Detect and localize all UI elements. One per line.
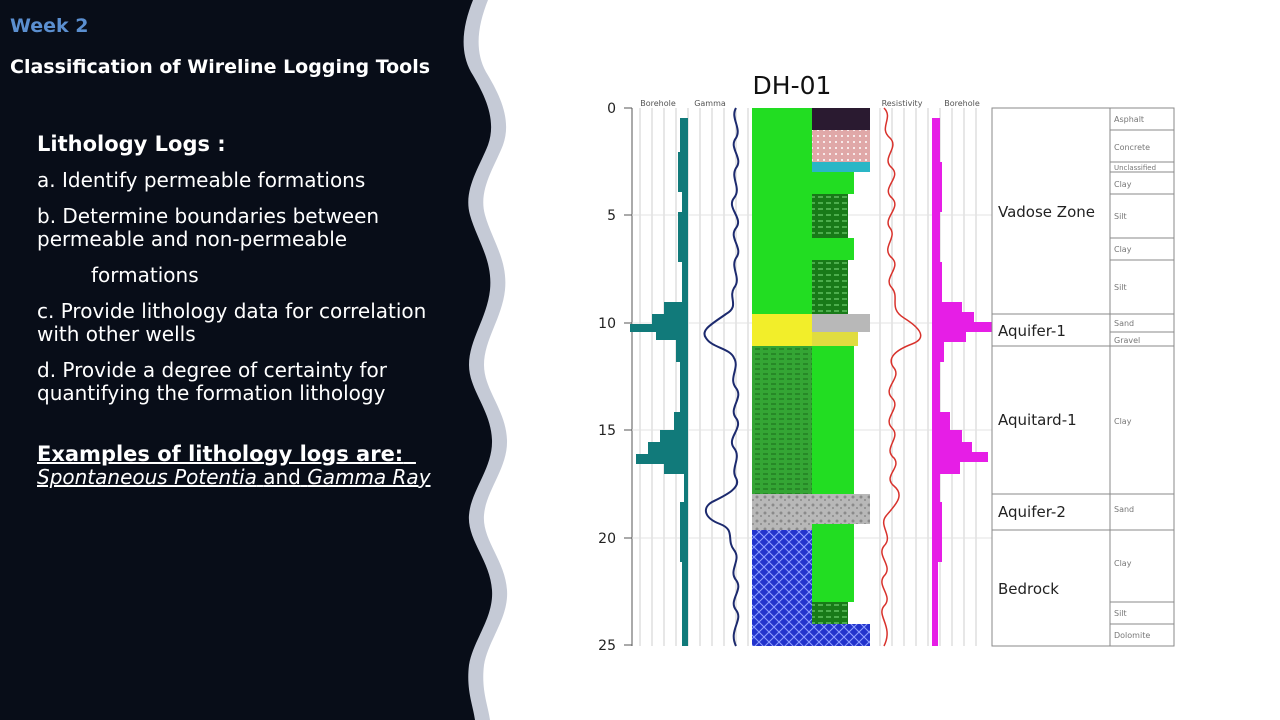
column-header: Borehole [944, 99, 980, 108]
zone-label: Aquifer-1 [998, 322, 1066, 340]
list-item: a. Identify permeable formations [37, 168, 366, 192]
depth-tick-label: 15 [598, 423, 616, 439]
gamma-histogram-right [932, 118, 992, 646]
list-item: c. Provide lithology data for correlatio… [37, 299, 427, 346]
column-header: Borehole [640, 99, 676, 108]
material-label: Sand [1114, 319, 1134, 328]
examples-note: Examples of lithology logs are: Spontane… [37, 443, 437, 489]
depth-tick-label: 5 [607, 208, 616, 224]
example-spontaneous-potential: Spontaneous Potentia [37, 465, 257, 489]
list-item: d. Provide a degree of certainty for qua… [37, 358, 387, 405]
figure-title: DH-01 [753, 71, 832, 100]
material-label: Gravel [1114, 336, 1140, 345]
lithology-column [752, 108, 870, 646]
wave-divider [0, 0, 508, 720]
material-label: Unclassified [1114, 164, 1156, 172]
section-heading: Lithology Logs : [37, 132, 226, 156]
material-label: Asphalt [1114, 115, 1144, 124]
examples-connector: and [263, 465, 301, 489]
zone-label: Vadose Zone [998, 203, 1095, 221]
column-header: Gamma [694, 99, 726, 108]
material-label: Dolomite [1114, 631, 1150, 640]
list-item: b. Determine boundaries between permeabl… [37, 204, 380, 251]
depth-tick-label: 20 [598, 531, 616, 547]
material-label: Silt [1114, 609, 1127, 618]
material-label: Sand [1114, 505, 1134, 514]
list-item-continuation: formations [91, 263, 199, 287]
week-label: Week 2 [10, 15, 89, 37]
example-gamma-ray: Gamma Ray [307, 465, 431, 489]
material-label: Clay [1114, 245, 1132, 254]
depth-tick-label: 0 [607, 101, 616, 117]
material-label: Silt [1114, 212, 1127, 221]
figure-background [594, 62, 1176, 652]
zone-label: Bedrock [998, 580, 1059, 598]
column-header: Resistivity [882, 99, 923, 108]
material-label: Concrete [1114, 143, 1150, 152]
dark-panel [0, 0, 493, 720]
material-label: Clay [1114, 559, 1132, 568]
sp-curve [703, 107, 740, 647]
depth-tick-label: 25 [598, 638, 616, 652]
borehole-log-figure: DH-01 Borehole Gamma Resistivity Borehol… [594, 62, 1176, 652]
material-label: Clay [1114, 180, 1132, 189]
gamma-histogram-left [630, 118, 688, 646]
material-label: Silt [1114, 283, 1127, 292]
zone-label: Aquitard-1 [998, 411, 1077, 429]
depth-tick-label: 10 [598, 316, 616, 332]
depth-ticks [624, 107, 632, 646]
examples-lead: Examples of lithology logs are: [37, 442, 404, 466]
slide-title: Classification of Wireline Logging Tools [10, 56, 431, 78]
zone-label: Aquifer-2 [998, 503, 1066, 521]
content-body: Lithology Logs : a. Identify permeable f… [37, 133, 437, 489]
zone-table [991, 107, 1175, 647]
material-label: Clay [1114, 417, 1132, 426]
resistivity-curve [881, 107, 922, 647]
